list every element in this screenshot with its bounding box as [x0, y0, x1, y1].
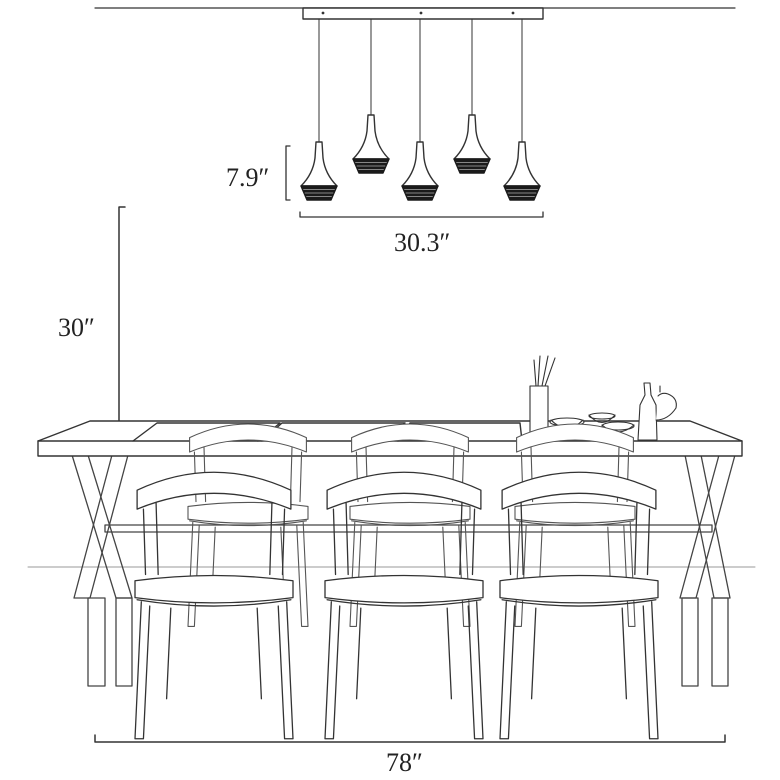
pendant-3: [401, 18, 439, 201]
pendant-group: [300, 18, 541, 201]
canopy-screws: [321, 11, 515, 15]
back-chairs: [187, 423, 636, 627]
table-width-label: 78″: [386, 748, 423, 777]
pendant-5: [503, 18, 541, 201]
canopy-width-bracket: [299, 211, 544, 218]
table-height-label: 30″: [58, 313, 95, 342]
canopy-width-label: 30.3″: [394, 228, 451, 257]
pendant-height-label: 7.9″: [226, 163, 270, 192]
canopy: [302, 7, 544, 20]
front-chair-3: [499, 471, 659, 740]
back-chair-2: [349, 423, 471, 627]
front-chair-2: [324, 471, 484, 740]
pendant-4: [453, 18, 491, 174]
front-chair-1: [134, 471, 294, 740]
pendant-2: [352, 18, 390, 174]
front-chairs: [134, 471, 659, 740]
table-width-bracket: [94, 734, 726, 743]
pendant-height-bracket: [285, 145, 291, 201]
table-height-bracket: [118, 206, 126, 445]
back-chair-3: [514, 423, 636, 627]
pendant-1: [300, 18, 338, 201]
